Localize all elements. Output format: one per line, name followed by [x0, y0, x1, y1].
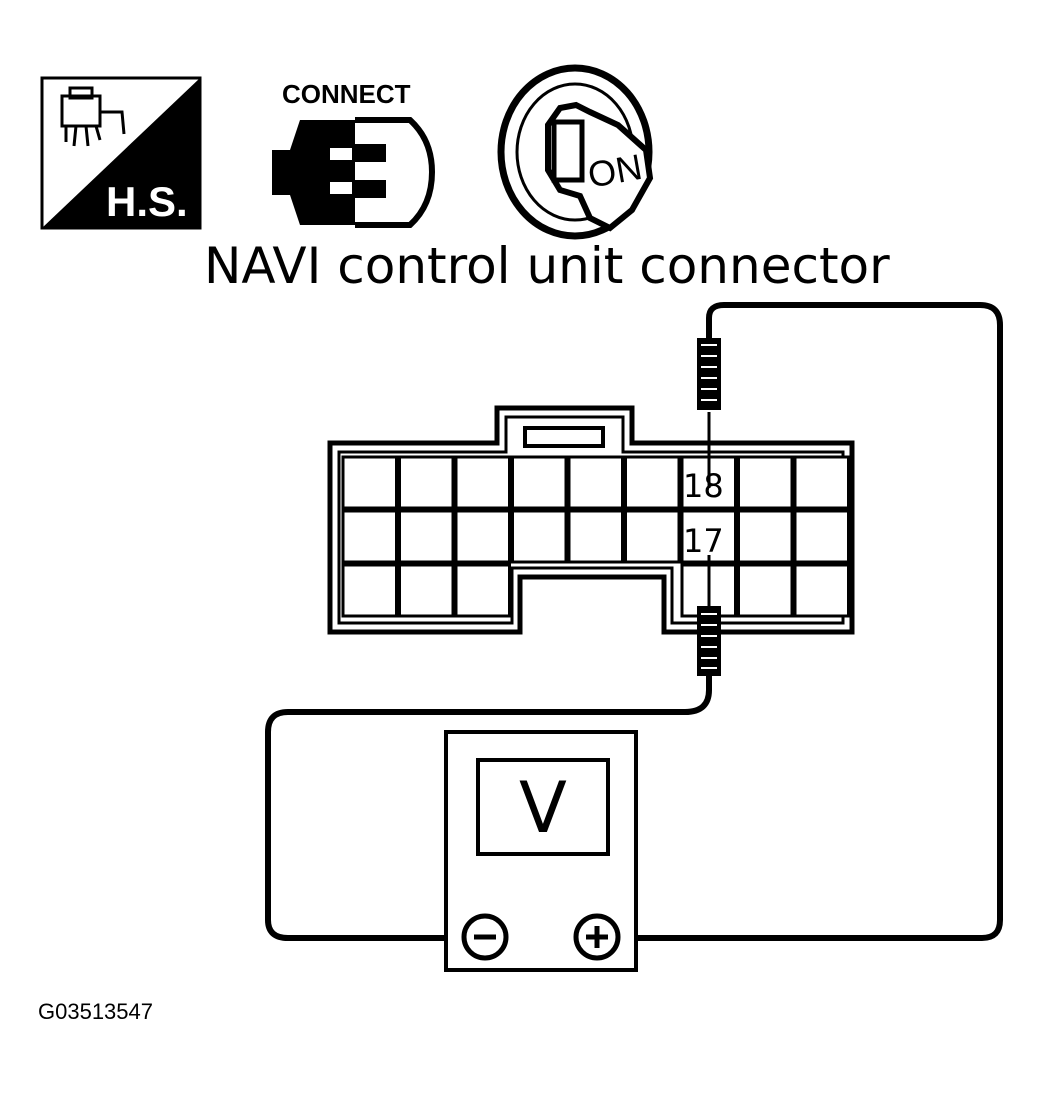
- diagram-title: NAVI control unit connector: [204, 237, 890, 295]
- terminal-17-label: 17: [683, 522, 724, 560]
- terminal-cavity: [624, 455, 681, 510]
- ignition-on-icon: ON: [497, 64, 654, 240]
- positive-test-lead: [607, 302, 1003, 941]
- terminal-cavity: [737, 455, 794, 510]
- terminal-cavity: [454, 455, 511, 510]
- harness-side-icon: H.S.: [40, 76, 202, 230]
- navi-connector: [327, 405, 855, 635]
- terminal-cavity: [341, 455, 398, 510]
- figure-code: G03513547: [38, 999, 153, 1024]
- terminal-cavity: [680, 509, 737, 564]
- negative-test-lead: [265, 555, 721, 941]
- terminal-cavity: [398, 563, 455, 618]
- terminal-cavity: [793, 455, 850, 510]
- terminal-cavity: [454, 563, 511, 618]
- connect-icon: CONNECT: [272, 79, 436, 228]
- terminal-cavity: [567, 455, 624, 510]
- harness-side-label: H.S.: [106, 178, 188, 225]
- positive-terminal-icon: [573, 913, 621, 961]
- terminal-cavity: [398, 509, 455, 564]
- terminal-cavity: [793, 563, 850, 618]
- terminal-cavity: [454, 509, 511, 564]
- terminal-cavity: [398, 455, 455, 510]
- terminal-cavity: [737, 563, 794, 618]
- ignition-on-label: ON: [585, 146, 645, 196]
- negative-terminal-icon: [461, 913, 509, 961]
- terminal-cavity: [567, 509, 624, 564]
- voltmeter-display: V: [519, 767, 567, 849]
- terminal-cavity: [737, 509, 794, 564]
- terminal-cavity: [793, 509, 850, 564]
- voltmeter: V: [444, 730, 638, 972]
- connect-label: CONNECT: [282, 79, 411, 109]
- terminal-cavity: [341, 509, 398, 564]
- terminal-18-label: 18: [683, 467, 724, 505]
- terminal-cavity: [341, 563, 398, 618]
- terminal-grid: [341, 455, 850, 618]
- terminal-cavity: [511, 509, 568, 564]
- terminal-cavity: [624, 509, 681, 564]
- terminal-cavity: [511, 455, 568, 510]
